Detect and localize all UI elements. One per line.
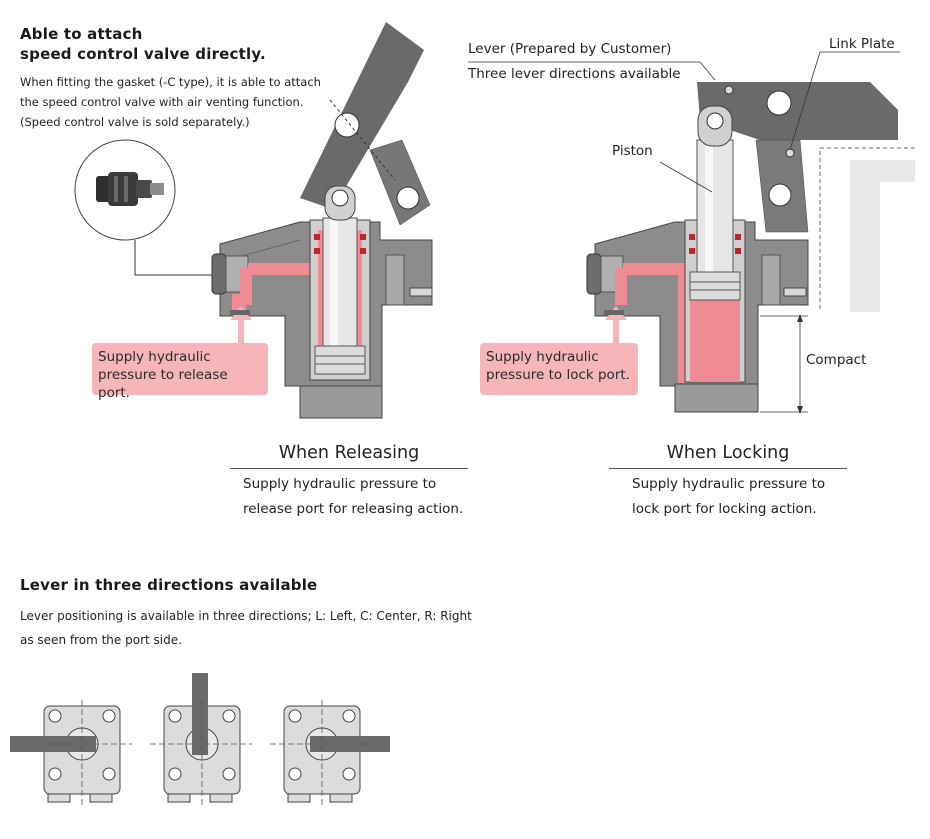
locking-rule [609, 468, 847, 469]
locking-desc-line-1: Supply hydraulic pressure to [632, 476, 826, 492]
intro-title-line-1: Able to attach [20, 25, 143, 43]
lever-pin-right [766, 90, 792, 116]
releasing-description: Supply hydraulic pressure to release por… [243, 472, 463, 522]
lever-section-description: Lever positioning is available in three … [20, 604, 472, 652]
link-pin [396, 186, 420, 210]
speed-control-valve-icon [96, 172, 164, 206]
releasing-desc-line-1: Supply hydraulic pressure to [243, 476, 437, 492]
intro-title: Able to attach speed control valve direc… [20, 24, 266, 64]
lever-label: Lever (Prepared by Customer) [468, 41, 672, 57]
releasing-title: When Releasing [278, 443, 420, 463]
link-plate-label: Link Plate [829, 36, 895, 52]
lever-pin [334, 112, 360, 138]
locking-description: Supply hydraulic pressure to lock port f… [632, 472, 825, 522]
intro-desc-line-2: the speed control valve with air venting… [20, 95, 304, 109]
intro-description: When fitting the gasket (-C type), it is… [20, 72, 321, 132]
lever-left-view [10, 700, 132, 808]
piston-label: Piston [612, 143, 653, 159]
lever-section-title: Lever in three directions available [20, 576, 318, 594]
valve-leader-line [134, 240, 220, 276]
lock-callout: Supply hydraulic pressure to lock port. [480, 343, 638, 395]
lever-right-view [270, 700, 390, 808]
locking-title: When Locking [666, 443, 790, 463]
lock-callout-line-2: pressure to lock port. [486, 367, 630, 383]
release-passage [248, 263, 318, 275]
release-callout-line-2: pressure to release port. [98, 367, 228, 401]
intro-title-line-2: speed control valve directly. [20, 45, 266, 63]
intro-desc-line-3: (Speed control valve is sold separately.… [20, 115, 250, 129]
horizontal-lever [697, 82, 898, 140]
lever-center-view [150, 673, 252, 808]
compact-label: Compact [806, 352, 867, 368]
lever-sub-label: Three lever directions available [468, 66, 681, 82]
lever [300, 22, 424, 205]
intro-desc-line-1: When fitting the gasket (-C type), it is… [20, 75, 321, 89]
lock-callout-line-1: Supply hydraulic [486, 349, 599, 365]
releasing-rule [230, 468, 468, 469]
lock-passage [623, 263, 690, 275]
release-callout-line-1: Supply hydraulic [98, 349, 211, 365]
releasing-desc-line-2: release port for releasing action. [243, 501, 464, 517]
lever-section-desc-line-1: Lever positioning is available in three … [20, 609, 472, 623]
lock-chamber [690, 300, 740, 382]
lever-section-desc-line-2: as seen from the port side. [20, 633, 182, 647]
locking-desc-line-2: lock port for locking action. [632, 501, 817, 517]
release-callout: Supply hydraulic pressure to release por… [92, 343, 268, 401]
